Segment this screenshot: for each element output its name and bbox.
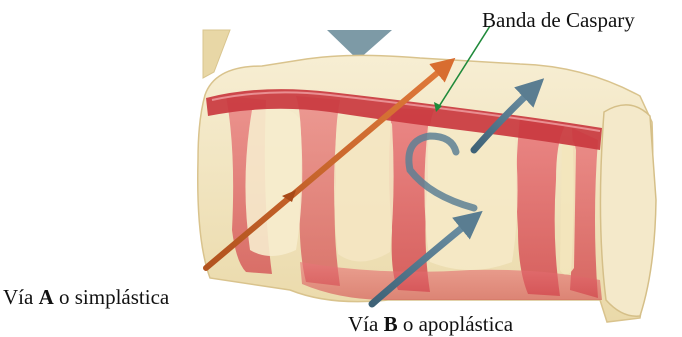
cell-interior-4 (560, 136, 576, 275)
pathway-a-label-prefix: Vía (3, 285, 39, 309)
cell-interior-1 (245, 108, 302, 256)
pathway-b-label-suffix: o apoplástica (398, 312, 513, 336)
pathway-b-letter: B (384, 312, 398, 336)
pathway-b-label-prefix: Vía (348, 312, 384, 336)
top-left-cell-fragment (203, 30, 230, 78)
pathway-b-label: Vía B o apoplástica (348, 314, 513, 335)
caspary-band-label: Banda de Caspary (482, 10, 635, 31)
pathway-a-label: Vía A o simplástica (3, 287, 169, 308)
end-cell-cap (600, 105, 656, 316)
pathway-a-letter: A (39, 285, 54, 309)
cell-wall-middle-left (296, 96, 340, 286)
pathway-a-label-suffix: o simplástica (54, 285, 169, 309)
